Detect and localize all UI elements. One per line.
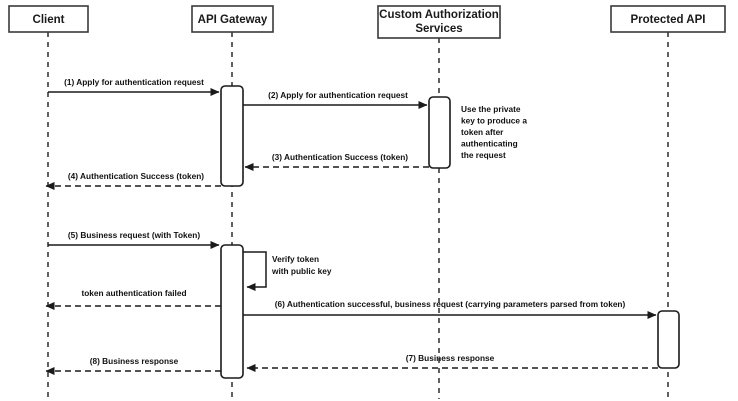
message-8-label: (8) Business response <box>90 356 179 366</box>
message-2-label: (2) Apply for authentication request <box>268 90 408 100</box>
message-token-authentication-failed-label: token authentication failed <box>81 288 186 298</box>
message-8[interactable]: (8) Business response <box>45 356 221 375</box>
participant-client-label: Client <box>33 14 65 26</box>
participant-api-gateway[interactable]: API Gateway <box>191 5 274 33</box>
activation-api-gateway-2[interactable] <box>220 244 244 379</box>
participant-api-gateway-label: API Gateway <box>198 14 268 26</box>
message-5-label: (5) Business request (with Token) <box>68 230 200 240</box>
participant-custom-auth-label-line2: Services <box>415 23 462 35</box>
activation-protected-api-1[interactable] <box>657 310 680 369</box>
participant-custom-auth-label-line1: Custom Authorization <box>379 9 499 21</box>
participant-client[interactable]: Client <box>8 5 89 33</box>
message-2[interactable]: (2) Apply for authentication request <box>243 90 428 109</box>
note-private-key-line-1: Use the private <box>461 104 521 114</box>
participant-custom-auth[interactable]: Custom Authorization Services <box>377 5 501 39</box>
message-4[interactable]: (4) Authentication Success (token) <box>45 171 221 190</box>
self-message-verify-token-label-line2: with public key <box>271 266 332 276</box>
lifelines-group <box>47 32 669 399</box>
message-4-label: (4) Authentication Success (token) <box>68 171 204 181</box>
note-private-key-line-5: the request <box>461 150 506 160</box>
message-3[interactable]: (3) Authentication Success (token) <box>244 152 429 171</box>
message-6-label: (6) Authentication successful, business … <box>275 299 626 309</box>
message-token-authentication-failed[interactable]: token authentication failed <box>45 288 221 310</box>
message-5[interactable]: (5) Business request (with Token) <box>48 230 220 249</box>
message-6[interactable]: (6) Authentication successful, business … <box>243 299 657 319</box>
note-private-key-line-4: authenticating <box>461 139 518 149</box>
activation-custom-auth-1[interactable] <box>428 96 451 169</box>
self-message-verify-token-label-line1: Verify token <box>272 254 319 264</box>
self-message-verify-token-path <box>243 251 267 291</box>
message-7-label: (7) Business response <box>406 353 495 363</box>
note-private-key-line-2: key to produce a <box>461 116 527 126</box>
participant-protected-api-label: Protected API <box>631 14 706 26</box>
note-private-key-line-3: token after <box>461 127 504 137</box>
message-1[interactable]: (1) Apply for authentication request <box>48 77 220 96</box>
message-3-label: (3) Authentication Success (token) <box>272 152 408 162</box>
message-7[interactable]: (7) Business response <box>246 353 658 372</box>
message-1-label: (1) Apply for authentication request <box>64 77 204 87</box>
self-message-verify-token[interactable]: Verify token with public key <box>243 251 332 291</box>
participant-protected-api[interactable]: Protected API <box>610 5 726 33</box>
note-private-key: Use the private key to produce a token a… <box>461 104 527 160</box>
activation-api-gateway-1[interactable] <box>220 85 244 187</box>
